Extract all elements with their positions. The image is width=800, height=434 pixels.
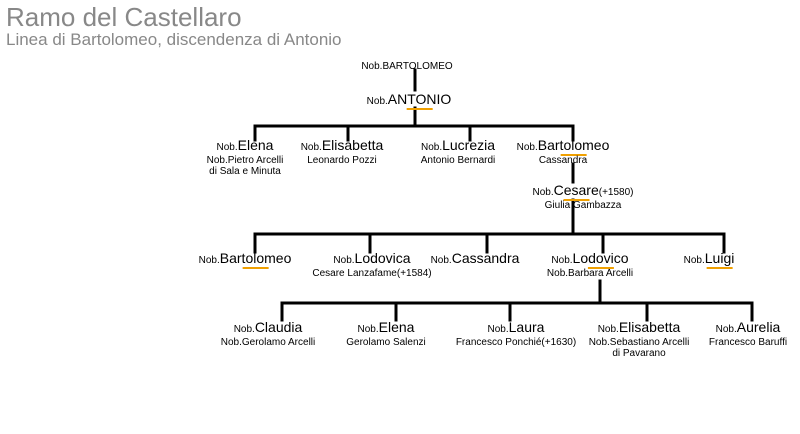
title-prefix: Nob.: [333, 255, 355, 266]
title-prefix: Nob.: [715, 324, 737, 335]
spouse-name: Nob.Sebastiano Arcelli: [588, 337, 690, 348]
person-name-row: Nob.Aurelia: [709, 320, 787, 337]
person-name-row: Nob.Elisabetta: [301, 138, 384, 155]
person-name: Bartolomeo: [219, 250, 292, 269]
diagram-subtitle: Linea di Bartolomeo, discendenza di Anto…: [6, 30, 342, 49]
person-name-row: Nob.Laura: [456, 320, 576, 337]
title-prefix: Nob.: [487, 324, 509, 335]
person-name-row: Nob.Lodovica: [312, 251, 431, 268]
person-name-row: Nob.Elena: [207, 138, 284, 155]
person-name: Claudia: [254, 319, 303, 335]
spouse-name: di Pavarano: [612, 348, 666, 359]
person-name: ANTONIO: [387, 91, 452, 110]
title-prefix: Nob.: [683, 255, 705, 266]
spouse-name: Nob.Barbara Arcelli: [546, 268, 634, 279]
person-name: Elisabetta: [618, 319, 681, 335]
person-name-row: Nob.Claudia: [221, 320, 315, 337]
person-node-antonio: Nob.ANTONIO: [366, 91, 452, 110]
person-name: Elena: [237, 137, 274, 153]
spouse-name: Cassandra: [538, 155, 588, 166]
person-name-row: Nob.Cassandra: [431, 251, 520, 268]
spouse-name: Francesco Ponchié(+1630): [455, 337, 577, 348]
person-name: Aurelia: [736, 319, 781, 335]
diagram-title: Ramo del Castellaro: [6, 2, 242, 32]
person-dates: (+1580): [598, 187, 634, 198]
person-name-row: Nob.Lucrezia: [421, 138, 496, 155]
title-prefix: Nob.: [361, 61, 383, 72]
title-prefix: Nob.: [420, 142, 443, 153]
person-node-bartolomeo-root: Nob.BARTOLOMEO: [361, 57, 452, 74]
spouse-name: di Sala e Minuta: [209, 166, 281, 177]
person-name: Cassandra: [451, 250, 520, 266]
title-prefix: Nob.: [430, 255, 452, 266]
person-name-row: Nob.Lodovico: [547, 250, 633, 269]
person-node-cassandra: Nob.Cassandra: [431, 251, 520, 268]
spouse-name: Nob.Pietro Arcelli: [206, 155, 284, 166]
title-prefix: Nob.: [357, 324, 379, 335]
spouse-name: Francesco Baruffi: [708, 337, 788, 348]
title-prefix: Nob.: [516, 142, 538, 153]
spouse-name: Gerolamo Salenzi: [346, 337, 426, 348]
person-name-row: Nob.Bartolomeo: [516, 137, 610, 156]
person-name: Elena: [378, 319, 415, 335]
title-prefix: Nob.: [233, 324, 255, 335]
person-name: Lucrezia: [442, 137, 496, 153]
person-name: Elisabetta: [321, 137, 384, 153]
person-node-luigi: Nob.Luigi: [683, 250, 735, 269]
title-prefix: Nob.: [300, 142, 322, 153]
person-name-row: Nob.Elena: [346, 320, 425, 337]
person-name: Bartolomeo: [537, 137, 610, 156]
person-name: Luigi: [704, 250, 735, 269]
person-name-row: Nob.Elisabetta: [589, 320, 690, 337]
person-node-cesare: Nob.Cesare(+1580)Giulia Gambazza: [532, 182, 634, 211]
person-name: Cesare: [553, 182, 599, 201]
spouse-name: Giulia Gambazza: [544, 200, 622, 211]
title-prefix: Nob.: [198, 255, 220, 266]
title-prefix: Nob.: [532, 187, 554, 198]
spouse-name: Antonio Bernardi: [420, 155, 496, 166]
person-name-row: Nob.BARTOLOMEO: [361, 57, 452, 74]
person-name: Lodovica: [354, 250, 411, 266]
title-prefix: Nob.: [216, 142, 238, 153]
title-prefix: Nob.: [597, 324, 619, 335]
person-name-row: Nob.Bartolomeo: [198, 250, 292, 269]
person-name-row: Nob.Cesare(+1580): [532, 182, 634, 201]
person-name: Lodovico: [572, 250, 629, 269]
spouse-name: Nob.Gerolamo Arcelli: [220, 337, 316, 348]
person-name: BARTOLOMEO: [382, 61, 453, 72]
title-prefix: Nob.: [551, 255, 573, 266]
person-name-row: Nob.ANTONIO: [366, 91, 452, 110]
person-node-bartolomeo-3: Nob.Bartolomeo: [198, 250, 292, 269]
person-name: Laura: [508, 319, 545, 335]
spouse-name: Leonardo Pozzi: [307, 155, 377, 166]
spouse-name: Cesare Lanzafame(+1584): [312, 268, 432, 279]
person-name-row: Nob.Luigi: [683, 250, 735, 269]
title-prefix: Nob.: [366, 96, 388, 107]
